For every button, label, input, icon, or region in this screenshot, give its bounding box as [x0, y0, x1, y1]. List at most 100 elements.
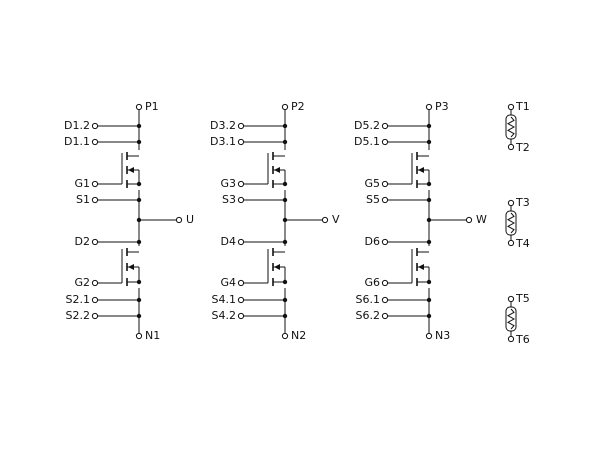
terminal-source-top	[91, 196, 99, 204]
junction-dot	[426, 279, 432, 285]
junction-dot	[426, 217, 432, 223]
label-thermistor-bottom: T4	[515, 237, 530, 250]
thermistor-body	[505, 306, 517, 332]
junction-dot	[282, 217, 288, 223]
terminal-p2	[281, 103, 289, 111]
terminal-output	[175, 216, 183, 224]
body-arrow	[128, 264, 134, 270]
mosfet-symbol	[95, 152, 142, 188]
label-source-top: S1	[76, 193, 90, 206]
junction-dot	[136, 279, 142, 285]
terminal-source-top	[381, 196, 389, 204]
label-bottom-terminal: N1	[145, 329, 160, 342]
junction-dot	[426, 297, 432, 303]
junction-dot	[426, 181, 432, 187]
junction-dot	[136, 217, 142, 223]
terminal-gate-top	[91, 180, 99, 188]
label-gate-bottom: G6	[364, 276, 380, 289]
label-gate-top: G3	[220, 177, 236, 190]
junction-dot	[282, 197, 288, 203]
terminal-drain-bottom	[381, 238, 389, 246]
terminal-output	[321, 216, 329, 224]
label-output: V	[332, 213, 340, 226]
label-drain-sense: D5.2	[354, 119, 380, 132]
label-drain-sense: D3.2	[210, 119, 236, 132]
junction-dot	[282, 123, 288, 129]
junction-dot	[282, 181, 288, 187]
thermistor-zigzag	[506, 308, 516, 330]
body-arrow	[128, 167, 134, 173]
label-source-sense: S2.2	[66, 309, 90, 322]
terminal-thermistor-bottom	[507, 239, 515, 247]
label-source-top: S3	[222, 193, 236, 206]
terminal-gate-top	[381, 180, 389, 188]
label-source-top: S5	[366, 193, 380, 206]
terminal-source-sense	[237, 312, 245, 320]
junction-dot	[282, 313, 288, 319]
terminal-thermistor-top	[507, 295, 515, 303]
label-top-terminal: P2	[291, 100, 305, 113]
body-arrow	[274, 264, 280, 270]
terminal-drain-sense	[237, 122, 245, 130]
mosfet-symbol	[95, 248, 142, 286]
junction-dot	[282, 239, 288, 245]
terminal-drain-sense	[91, 122, 99, 130]
terminal-source-sense	[91, 296, 99, 304]
junction-dot	[136, 139, 142, 145]
thermistor-zigzag	[506, 116, 516, 138]
junction-dot	[282, 297, 288, 303]
label-thermistor-bottom: T6	[515, 333, 530, 346]
junction-dot	[136, 197, 142, 203]
terminal-n2	[281, 332, 289, 340]
terminal-source-sense	[237, 296, 245, 304]
terminal-thermistor-bottom	[507, 335, 515, 343]
terminal-source-sense	[91, 312, 99, 320]
label-bottom-terminal: N2	[291, 329, 306, 342]
label-thermistor-top: T3	[515, 196, 530, 209]
terminal-thermistor-bottom	[507, 143, 515, 151]
thermistor-zigzag	[506, 212, 516, 234]
terminal-drain-bottom	[91, 238, 99, 246]
label-thermistor-top: T5	[515, 292, 530, 305]
terminal-source-top	[237, 196, 245, 204]
body-arrow	[418, 264, 424, 270]
terminal-drain-sense	[237, 138, 245, 146]
junction-dot	[426, 239, 432, 245]
terminal-drain-sense	[381, 138, 389, 146]
junction-dot	[282, 279, 288, 285]
terminal-drain-sense	[381, 122, 389, 130]
mosfet-symbol	[385, 152, 432, 188]
body-arrow	[418, 167, 424, 173]
thermistor-body	[505, 114, 517, 140]
label-thermistor-bottom: T2	[515, 141, 530, 154]
terminal-thermistor-top	[507, 103, 515, 111]
terminal-p1	[135, 103, 143, 111]
label-gate-top: G5	[364, 177, 380, 190]
terminal-gate-top	[237, 180, 245, 188]
label-gate-top: G1	[74, 177, 90, 190]
junction-dot	[426, 139, 432, 145]
thermistor-body	[505, 210, 517, 236]
label-gate-bottom: G2	[74, 276, 90, 289]
label-drain-sense: D1.2	[64, 119, 90, 132]
terminal-thermistor-top	[507, 199, 515, 207]
label-drain-bottom: D4	[221, 235, 236, 248]
terminal-drain-bottom	[237, 238, 245, 246]
terminal-gate-bottom	[237, 279, 245, 287]
terminal-n1	[135, 332, 143, 340]
label-source-sense: S6.2	[356, 309, 380, 322]
label-thermistor-top: T1	[515, 100, 530, 113]
junction-dot	[426, 123, 432, 129]
label-gate-bottom: G4	[220, 276, 236, 289]
label-drain-sense: D3.1	[210, 135, 236, 148]
terminal-source-sense	[381, 296, 389, 304]
terminal-source-sense	[381, 312, 389, 320]
body-arrow	[274, 167, 280, 173]
terminal-drain-sense	[91, 138, 99, 146]
